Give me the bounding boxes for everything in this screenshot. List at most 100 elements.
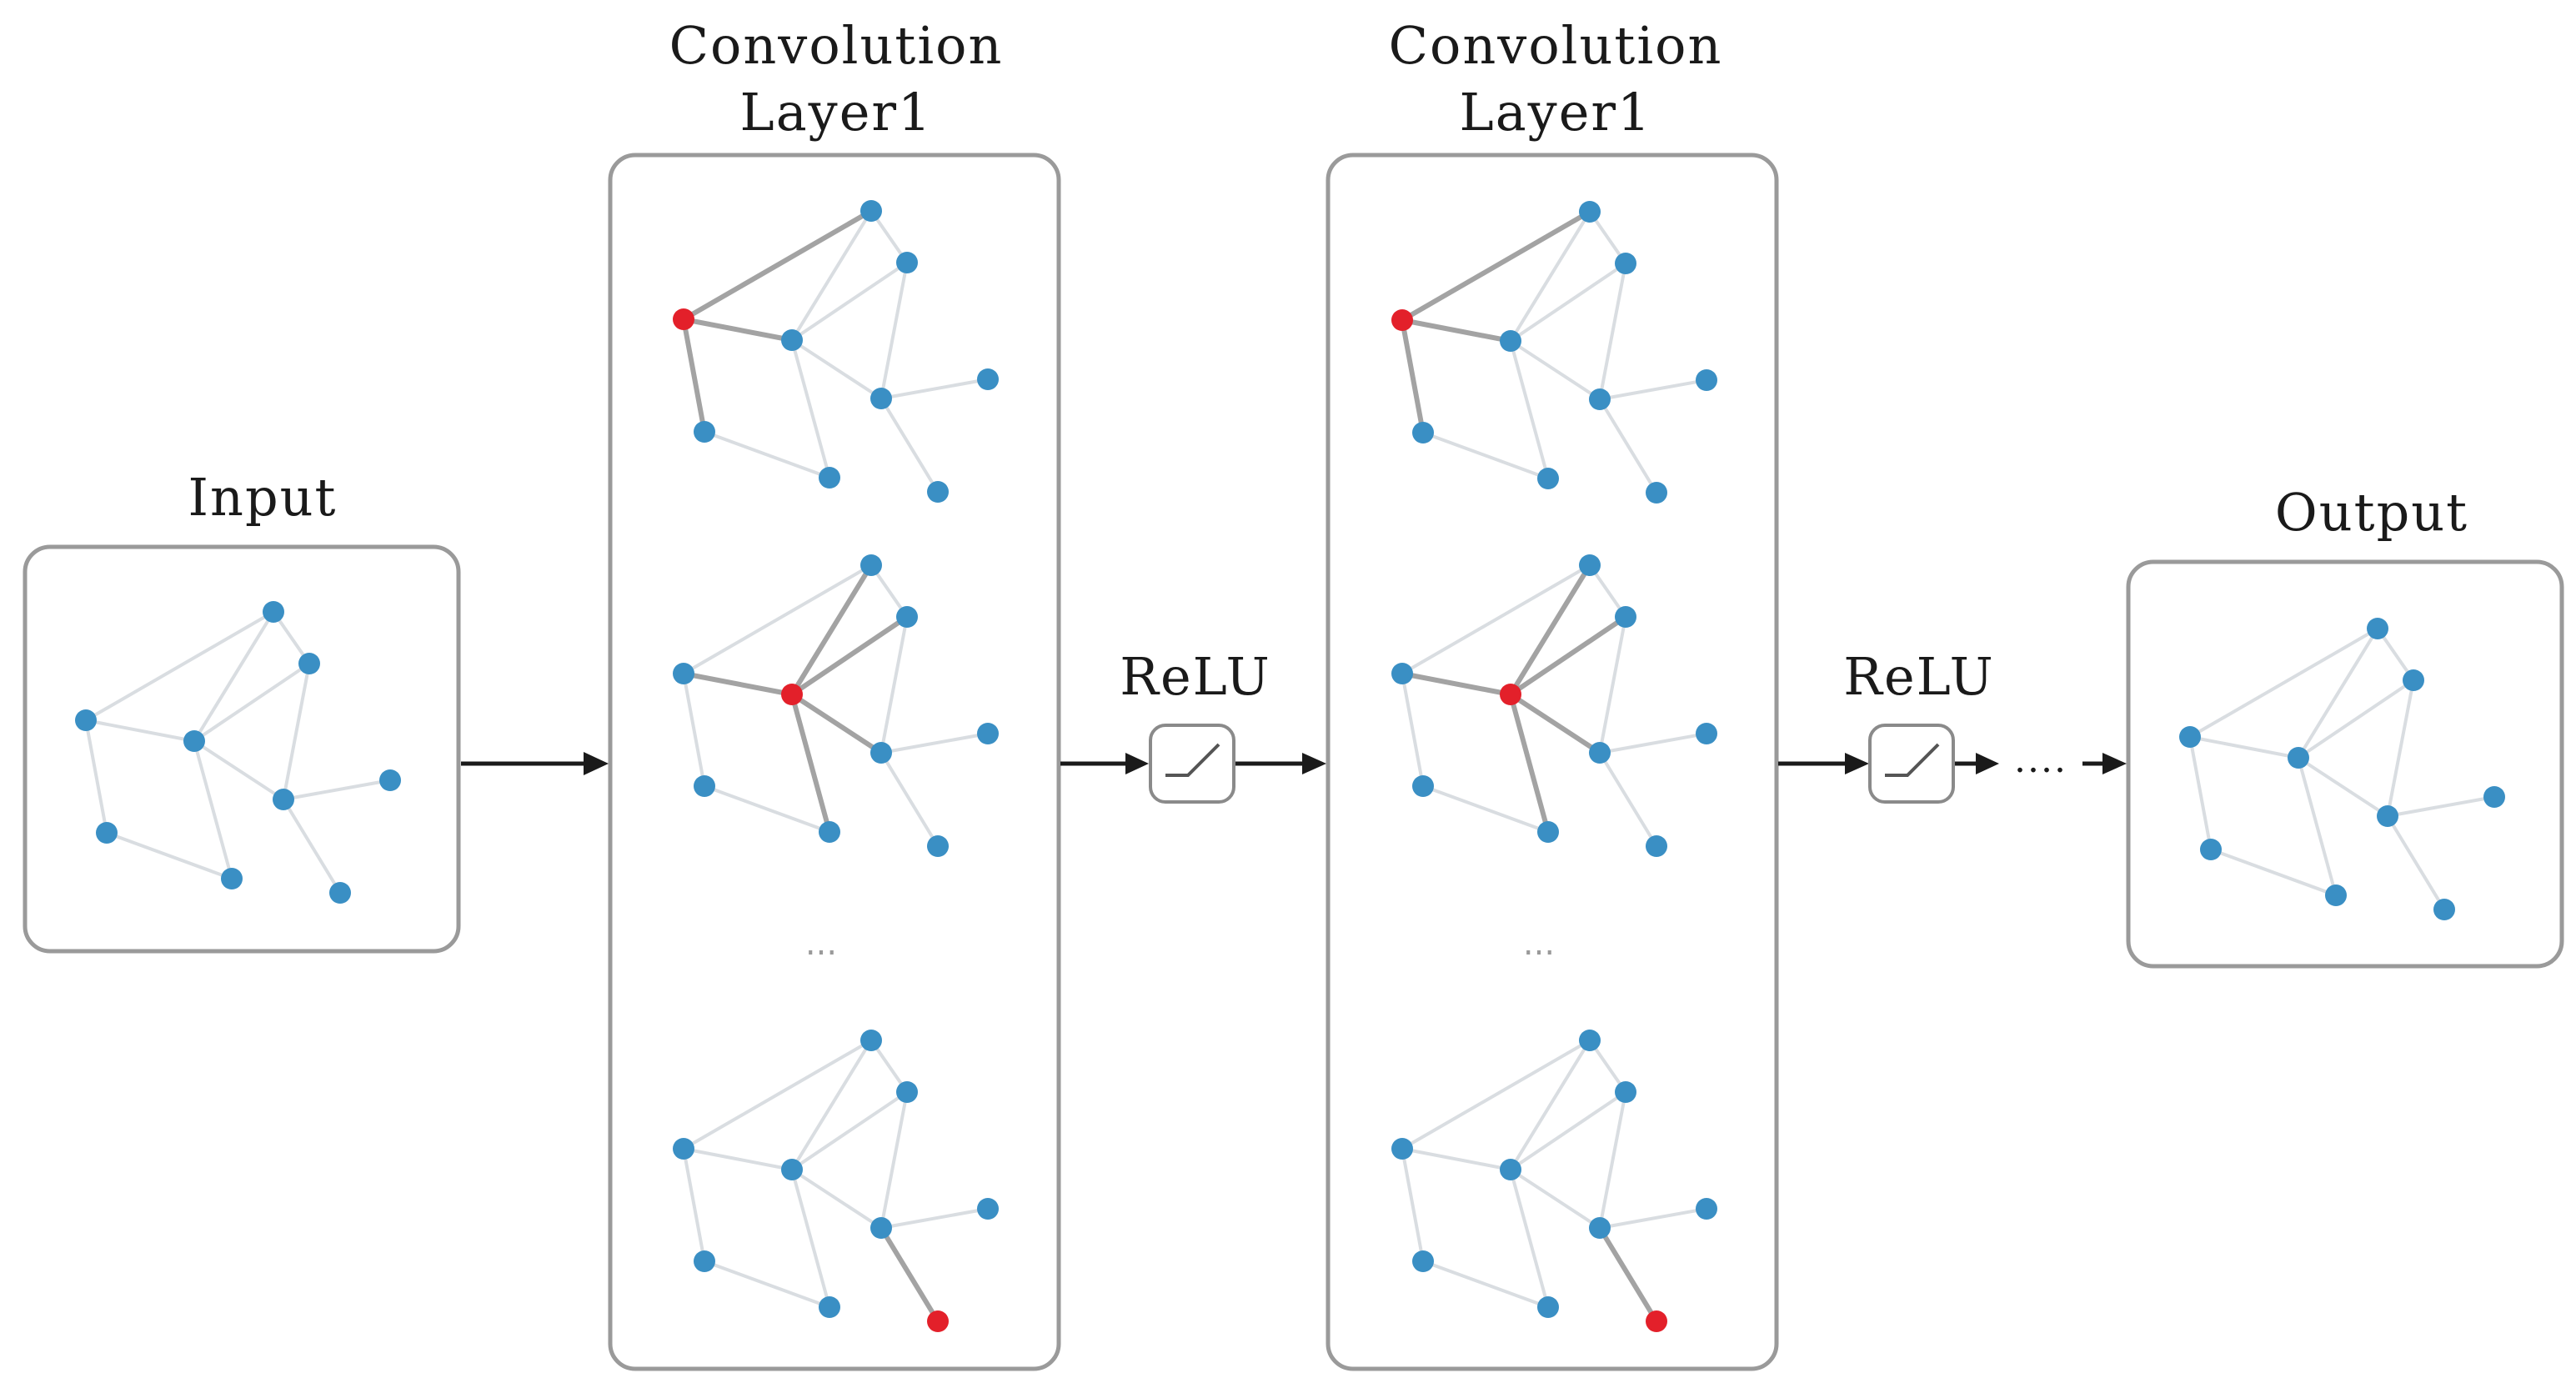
graph-edge xyxy=(1509,262,1627,343)
highlighted-node xyxy=(1646,1310,1667,1332)
graph-edge xyxy=(1509,1039,1591,1171)
graph-edge xyxy=(880,397,940,494)
conv1-graph-2 xyxy=(673,554,999,857)
conv-layer-1-title-line1: Convolution xyxy=(669,15,1004,76)
graph-node xyxy=(781,329,803,351)
graph-node xyxy=(1537,821,1559,843)
conv2-graph-3 xyxy=(1391,1030,1717,1332)
graph-edge xyxy=(789,563,874,697)
graph-edge xyxy=(1598,751,1658,848)
graph-edge xyxy=(1598,378,1708,401)
graph-node xyxy=(781,1159,803,1180)
graph-node xyxy=(1391,663,1413,684)
relu-label-1: ReLU xyxy=(1120,646,1270,707)
graph-edge xyxy=(1509,1090,1627,1171)
conv-layer-2-panel xyxy=(1326,153,1779,1371)
graph-node xyxy=(379,769,401,791)
conv1-graph-3 xyxy=(673,1030,999,1332)
graph-edge xyxy=(1598,398,1658,494)
graph-node xyxy=(2179,726,2201,748)
graph-edge xyxy=(789,692,832,834)
graph-edge xyxy=(1400,318,1426,435)
graph-node xyxy=(694,1250,715,1272)
graph-edge xyxy=(1509,1168,1550,1309)
graph-node xyxy=(1646,482,1667,504)
graph-edge xyxy=(681,317,794,343)
graph-edge xyxy=(193,739,285,801)
arrow-conv2-to-relu2 xyxy=(1778,753,1869,774)
graph-edge xyxy=(790,1168,883,1230)
input-label: Input xyxy=(188,467,338,528)
arrow-relu1-to-conv2 xyxy=(1235,753,1326,774)
graph-node xyxy=(2483,786,2505,808)
graph-node xyxy=(694,421,715,443)
graph-node xyxy=(1696,1198,1717,1220)
graph-edge xyxy=(1509,339,1550,480)
graph-node xyxy=(329,882,351,904)
graph-edge xyxy=(790,209,873,342)
graph-edge xyxy=(880,615,909,754)
graph-node xyxy=(819,1296,840,1318)
graph-node xyxy=(1537,468,1559,489)
graph-node xyxy=(819,821,840,843)
graph-node xyxy=(1589,1217,1611,1239)
graph-node xyxy=(870,388,892,409)
graph-edge xyxy=(84,719,108,834)
graph-edge xyxy=(1401,564,1591,675)
graph-node xyxy=(1646,835,1667,857)
graph-edge xyxy=(880,378,990,400)
graph-node xyxy=(273,789,294,810)
graph-node xyxy=(183,730,205,752)
graph-edge xyxy=(2386,795,2496,818)
graph-edge xyxy=(703,1260,831,1309)
graph-node xyxy=(1412,1250,1434,1272)
relu-box-2 xyxy=(1868,724,1955,804)
graph-edge xyxy=(1508,692,1551,834)
input-graph xyxy=(75,601,401,904)
relu-box-1 xyxy=(1149,724,1235,804)
graph-node xyxy=(694,775,715,797)
graph-node xyxy=(1615,606,1636,628)
graph-node xyxy=(1391,1138,1413,1160)
graph-edge xyxy=(193,739,233,880)
graph-edge xyxy=(880,1207,990,1230)
graph-edge xyxy=(282,662,311,801)
highlighted-node xyxy=(927,1310,949,1332)
graph-node xyxy=(977,723,999,744)
graph-node xyxy=(1615,253,1636,274)
graph-node xyxy=(1579,554,1601,576)
flow-ellipsis: .... xyxy=(2014,739,2067,781)
graph-edge xyxy=(193,662,311,743)
graph-node xyxy=(927,835,949,857)
graph-node xyxy=(1579,1030,1601,1051)
conv2-graph-2 xyxy=(1391,554,1717,857)
graph-edge xyxy=(682,564,873,675)
highlighted-node xyxy=(781,684,803,705)
graph-edge xyxy=(879,1225,940,1324)
graph-edge xyxy=(682,672,706,788)
conv-layer-2-title-line2: Layer1 xyxy=(1460,82,1652,143)
graph-edge xyxy=(1401,1039,1591,1150)
conv1-ellipsis: ... xyxy=(805,924,837,963)
arrow-relu2-to-output: .... xyxy=(1955,739,2127,781)
graph-node xyxy=(96,822,118,844)
graph-edge xyxy=(2386,814,2446,911)
graph-edge xyxy=(1509,210,1591,343)
conv2-graph-1 xyxy=(1391,201,1717,504)
graph-edge xyxy=(1598,615,1627,754)
graph-edge xyxy=(880,751,940,848)
graph-edge xyxy=(84,719,196,743)
graph-edge xyxy=(1401,672,1425,788)
graph-edge xyxy=(1598,1207,1708,1230)
graph-edge xyxy=(1598,732,1708,754)
graph-node xyxy=(870,1217,892,1239)
graph-edge xyxy=(1401,1147,1425,1263)
graph-edge xyxy=(1598,1090,1627,1230)
graph-edge xyxy=(789,614,910,697)
graph-node xyxy=(1412,775,1434,797)
graph-node xyxy=(1696,723,1717,744)
graph-edge xyxy=(880,261,909,400)
graph-node xyxy=(927,481,949,503)
graph-edge xyxy=(790,1090,909,1171)
graph-edge xyxy=(1508,614,1628,697)
